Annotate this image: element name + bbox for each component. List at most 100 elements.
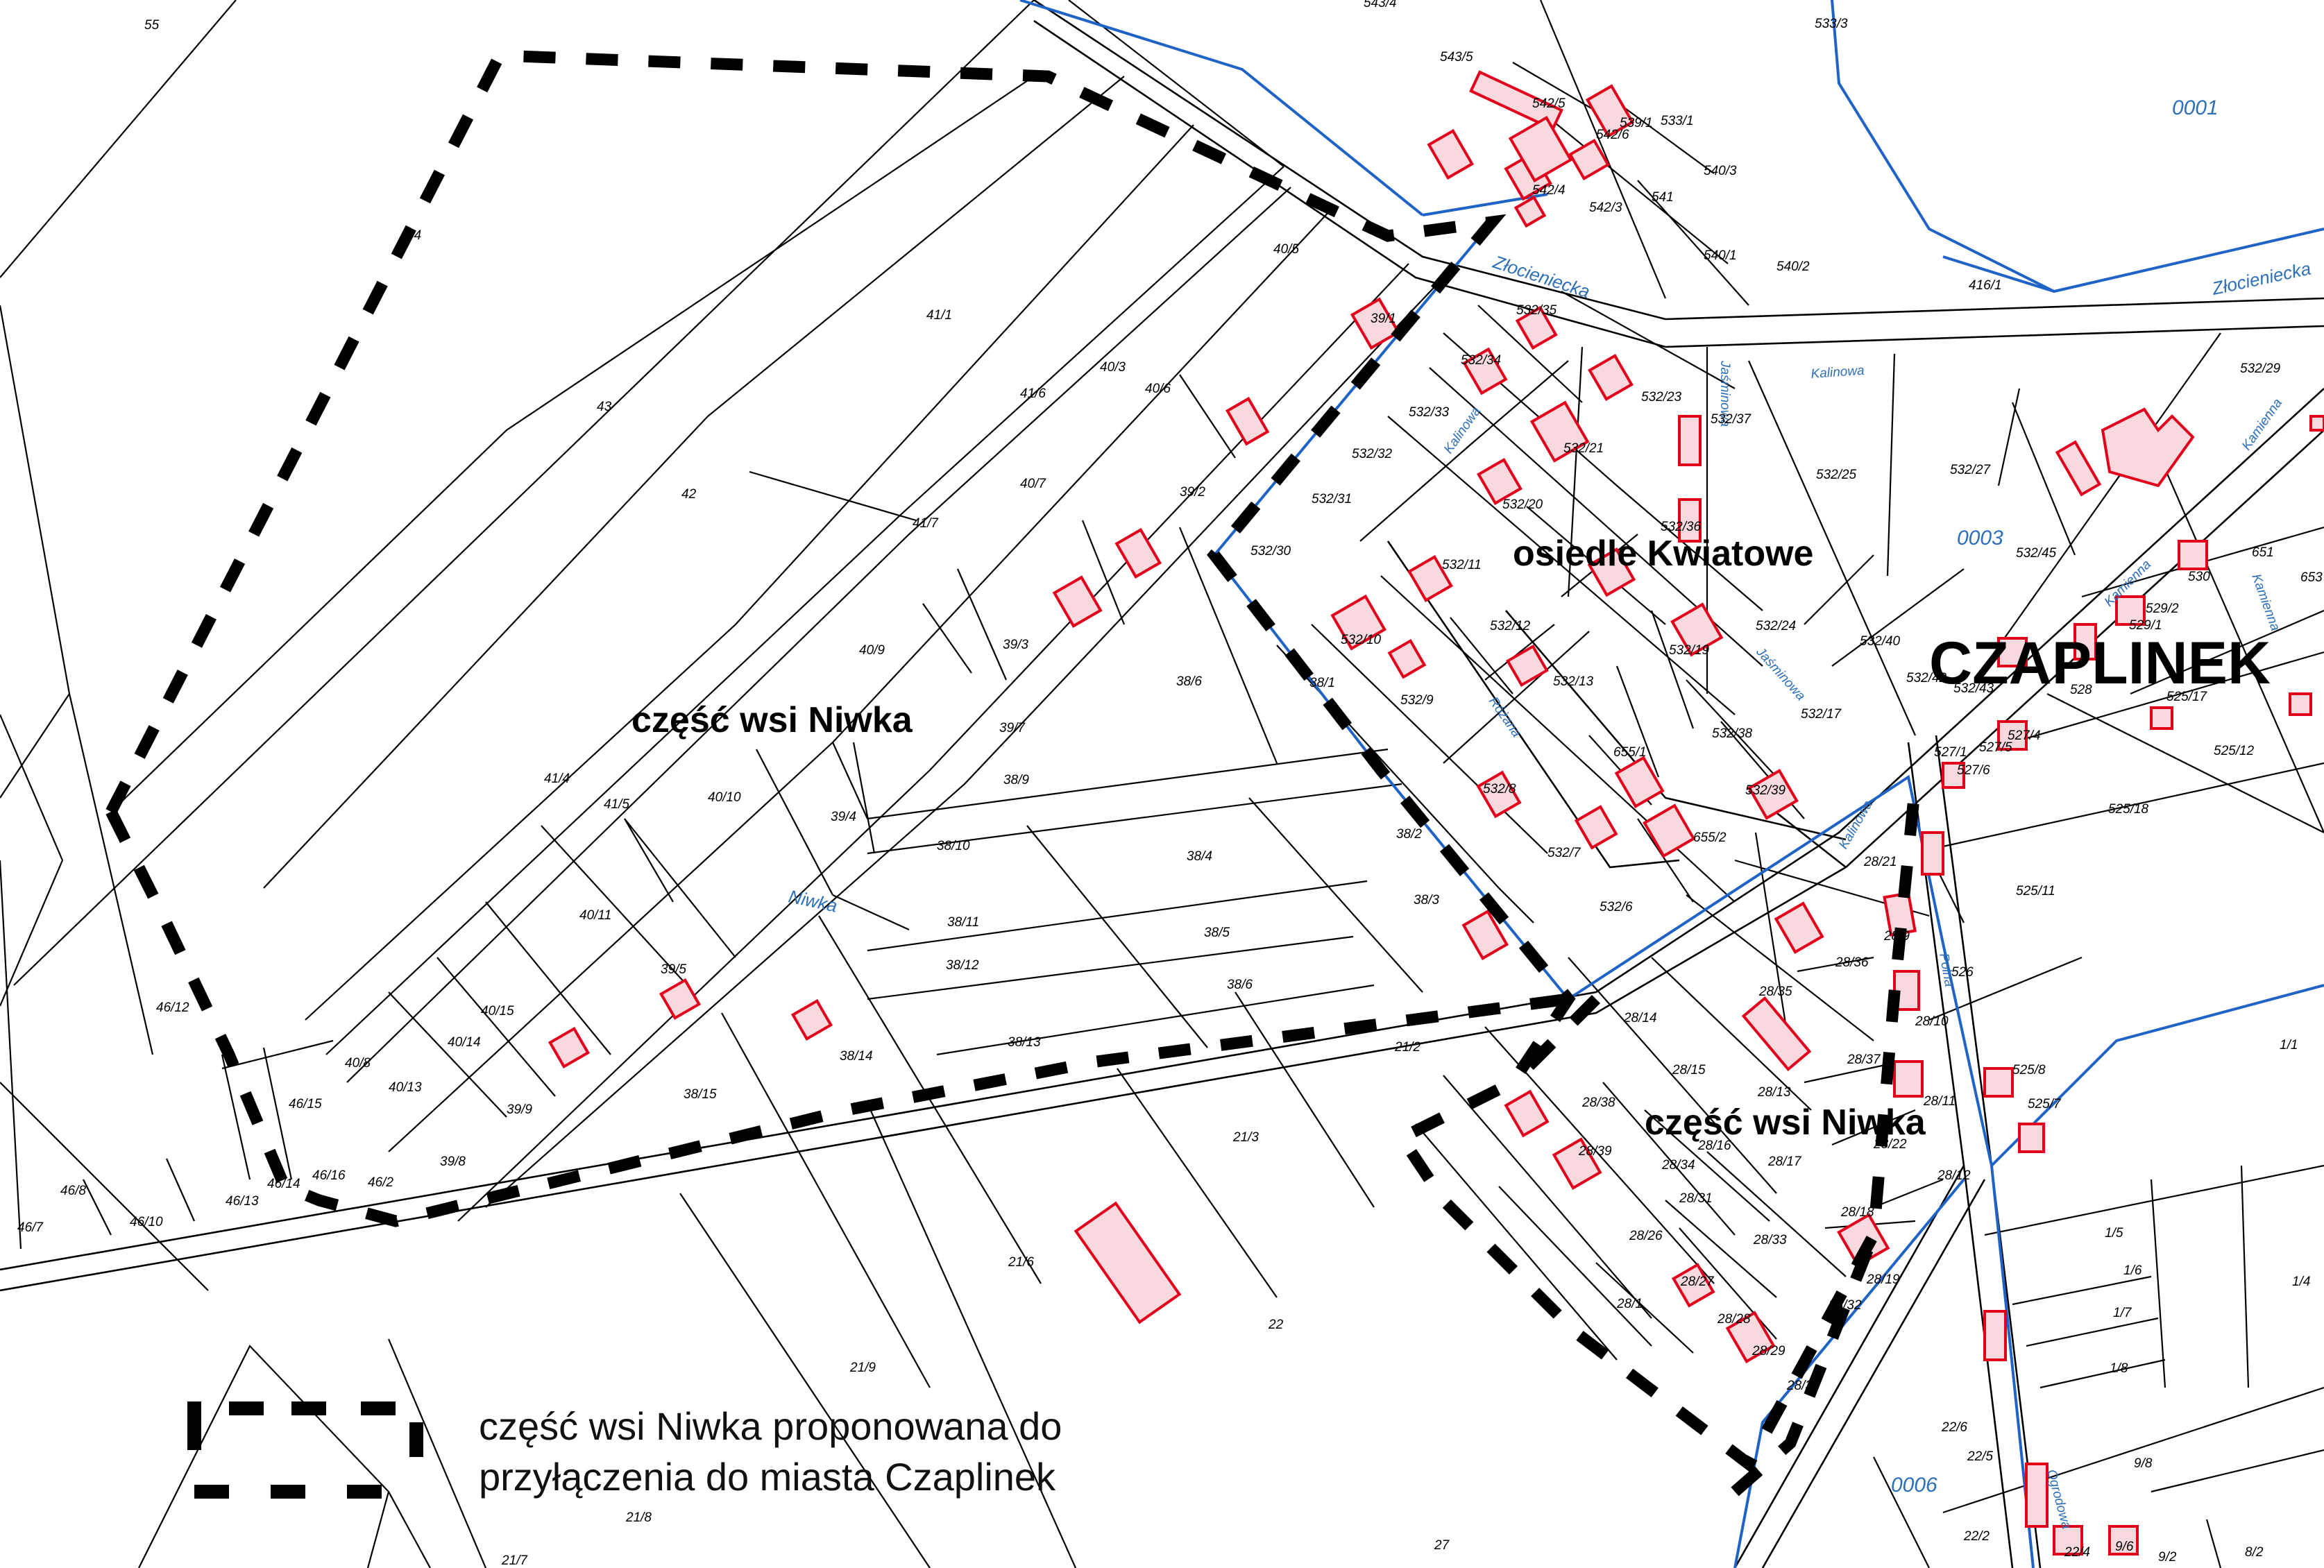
parcel-label: 532/23 [1641, 390, 1682, 404]
parcel-label: 28/11 [1923, 1094, 1956, 1109]
parcel-label: 1/6 [2123, 1263, 2142, 1278]
parcel-label: 42 [681, 487, 697, 502]
parcel-label: 28/28 [1717, 1312, 1751, 1327]
parcel-label: 22/5 [1967, 1449, 1993, 1464]
parcel-label: 38/10 [937, 839, 970, 853]
parcel-label: 40/5 [1273, 242, 1299, 257]
parcel-label: 40/15 [481, 1004, 514, 1019]
parcel-label: 532/33 [1409, 405, 1450, 420]
parcel-label: 38/11 [947, 915, 979, 930]
parcel-label: 532/12 [1490, 619, 1531, 633]
parcel-label: 532/30 [1250, 544, 1291, 559]
parcel-label: 525/17 [2166, 690, 2208, 704]
parcel-label: 21/6 [1008, 1255, 1034, 1270]
parcel-label: 525/7 [2028, 1097, 2062, 1111]
village-label-west: część wsi Niwka [631, 700, 913, 740]
parcel-label: 40/3 [1100, 360, 1126, 375]
parcel-label: 44 [407, 228, 421, 243]
parcel-label: 38/5 [1204, 926, 1230, 940]
parcel-label: 542/4 [1532, 183, 1566, 198]
parcel-label: 28/29 [1752, 1344, 1786, 1358]
street-jasminowa-2: Jaśminowa [1753, 645, 1808, 704]
street-niwka: Niwka [787, 886, 839, 917]
parcel-label: 28/35 [1758, 985, 1792, 999]
parcel-label: 28/19 [1866, 1272, 1900, 1287]
parcel-label: 39/1 [1371, 312, 1396, 326]
sheet-0001: 0001 [2172, 96, 2219, 119]
parcel-label: 527/6 [1957, 763, 1990, 778]
parcel-label: 21/9 [849, 1361, 876, 1375]
parcel-label: 38/9 [1003, 773, 1029, 787]
parcel-label: 532/7 [1547, 846, 1581, 860]
parcel-label: 28/39 [1578, 1144, 1612, 1159]
parcel-label: 28/13 [1757, 1085, 1791, 1100]
street-kalinowa-3: Kalinowa [1836, 798, 1876, 851]
parcel-label: 529/1 [2129, 618, 2162, 633]
parcel-label: 28/10 [1915, 1014, 1949, 1029]
parcel-label: 28/9 [1883, 929, 1910, 944]
parcel-label: 9/8 [2134, 1456, 2153, 1471]
parcel-label: 532/37 [1711, 412, 1752, 427]
parcel-label: 651 [2252, 545, 2274, 560]
parcel-label: 40/10 [708, 790, 741, 805]
parcel-label: 22/4 [2064, 1545, 2090, 1560]
parcel-label: 532/40 [1860, 634, 1901, 649]
parcel-label: 39/8 [440, 1154, 466, 1169]
parcel-label: 525/12 [2214, 744, 2255, 758]
parcel-label: 28/18 [1840, 1205, 1874, 1220]
parcel-label: 9/2 [2158, 1550, 2177, 1565]
parcel-label: 532/27 [1950, 463, 1992, 477]
parcel-label: 28/34 [1661, 1158, 1695, 1173]
parcel-label: 28/33 [1753, 1233, 1787, 1247]
parcel-label: 38/4 [1187, 849, 1212, 864]
parcel-label: 532/19 [1669, 643, 1710, 658]
parcel-label: 543/4 [1364, 0, 1397, 10]
parcel-label: 38/2 [1396, 827, 1422, 842]
parcel-label: 46/12 [156, 1000, 189, 1015]
parcel-label: 1/5 [2105, 1226, 2123, 1241]
parcel-label: 55 [144, 18, 160, 33]
street-kamienna-3: Kamienna [2248, 572, 2282, 633]
parcel-label: 529/2 [2146, 602, 2179, 616]
parcel-label: 542/5 [1532, 96, 1566, 111]
parcel-label: 532/38 [1712, 726, 1753, 741]
parcel-label: 540/2 [1776, 259, 1810, 274]
parcel-label: 39/3 [1003, 638, 1028, 652]
parcel-label: 416/1 [1969, 278, 2002, 293]
parcel-label: 38/15 [684, 1087, 717, 1102]
parcel-label: 532/10 [1341, 633, 1382, 647]
parcel-label: 532/34 [1461, 353, 1501, 368]
parcel-label: 1/4 [2292, 1275, 2310, 1289]
parcel-label: 28/37 [1847, 1053, 1881, 1067]
parcel-label: 9/6 [2115, 1540, 2134, 1554]
parcel-label: 532/31 [1312, 492, 1352, 506]
parcel-label: 46/2 [368, 1175, 393, 1190]
parcel-label: 22/6 [1941, 1420, 1967, 1435]
parcel-label: 39/7 [999, 721, 1026, 735]
parcel-label: 21/2 [1394, 1040, 1420, 1055]
parcel-label: 532/20 [1502, 497, 1543, 512]
parcel-label: 39/9 [507, 1102, 532, 1117]
parcel-label: 28/38 [1581, 1096, 1615, 1110]
parcel-label: 532/21 [1563, 441, 1604, 456]
parcel-label: 532/45 [2016, 546, 2057, 561]
parcel-label: 38/14 [840, 1049, 873, 1064]
parcel-label: 28/14 [1623, 1011, 1657, 1025]
parcel-label: 38/6 [1176, 674, 1202, 689]
parcel-label: 532/11 [1442, 558, 1482, 572]
parcel-label: 41/1 [926, 308, 952, 323]
parcel-label: 38/12 [946, 958, 979, 973]
parcel-label: 40/7 [1020, 477, 1046, 491]
parcel-label: 28/22 [1873, 1137, 1907, 1152]
street-zlocieniecka-1: Złocieniecka [1490, 251, 1593, 302]
parcel-label: 22 [1268, 1318, 1284, 1332]
parcel-label: 28/17 [1767, 1154, 1802, 1169]
parcel-label: 38/1 [1309, 676, 1335, 690]
parcel-label: 532/32 [1352, 447, 1393, 461]
parcel-label: 28/26 [1629, 1229, 1663, 1243]
legend-line-1: część wsi Niwka proponowana do [479, 1404, 1062, 1448]
parcel-label: 28/1 [1616, 1297, 1643, 1311]
parcel-label: 46/16 [312, 1168, 346, 1183]
